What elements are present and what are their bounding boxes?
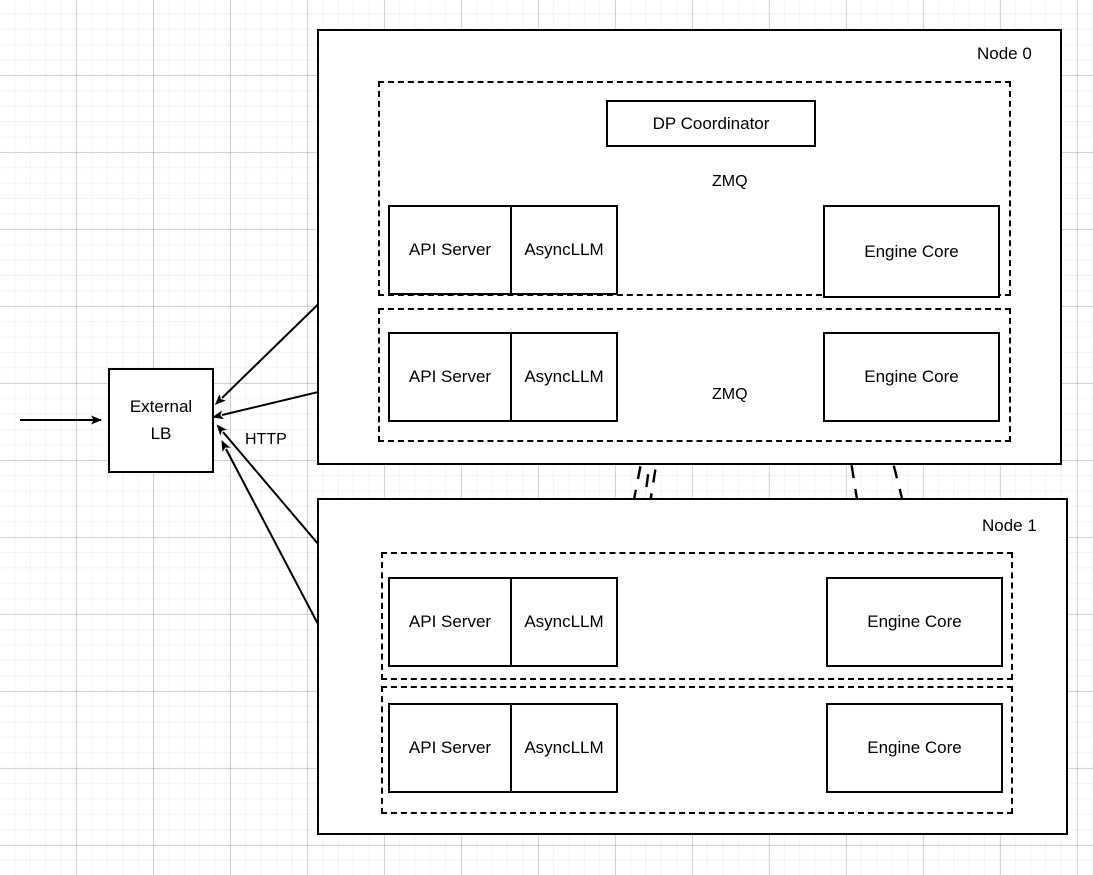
node-1-group-1	[381, 686, 1013, 814]
api-server-label: API Server	[390, 207, 512, 293]
node-0-enginecore-0[interactable]: Engine Core	[823, 205, 1000, 298]
node-1-apiserver-unit-1[interactable]: API Server AsyncLLM	[388, 703, 618, 793]
node-0-group-0	[378, 81, 1011, 296]
node-1-enginecore-1[interactable]: Engine Core	[826, 703, 1003, 793]
external-lb-box[interactable]: External LB	[108, 368, 214, 473]
external-lb-label-line1: External	[129, 397, 193, 417]
node-0-label: Node 0	[977, 44, 1032, 63]
asyncllm-label: AsyncLLM	[524, 240, 604, 259]
zmq-edge-label-top: ZMQ	[712, 173, 748, 190]
node-1-apiserver-unit-0[interactable]: API Server AsyncLLM	[388, 577, 618, 667]
http-edge-label: HTTP	[245, 431, 287, 448]
asyncllm-label: AsyncLLM	[524, 738, 604, 757]
asyncllm-label: AsyncLLM	[524, 367, 604, 386]
api-server-label: API Server	[390, 579, 512, 665]
dp-coordinator-box[interactable]: DP Coordinator	[606, 100, 816, 147]
node-1-label: Node 1	[982, 516, 1037, 535]
node-1-enginecore-0[interactable]: Engine Core	[826, 577, 1003, 667]
zmq-edge-label-second: ZMQ	[712, 386, 748, 403]
node-1-group-0	[381, 552, 1013, 680]
api-server-label: API Server	[390, 334, 512, 420]
node-0-apiserver-unit-1[interactable]: API Server AsyncLLM	[388, 332, 618, 422]
api-server-label: API Server	[390, 705, 512, 791]
node-0-apiserver-unit-0[interactable]: API Server AsyncLLM	[388, 205, 618, 295]
node-0-enginecore-1[interactable]: Engine Core	[823, 332, 1000, 422]
node-0-group-1	[378, 308, 1011, 442]
asyncllm-label: AsyncLLM	[524, 612, 604, 631]
external-lb-label-line2: LB	[150, 423, 172, 443]
